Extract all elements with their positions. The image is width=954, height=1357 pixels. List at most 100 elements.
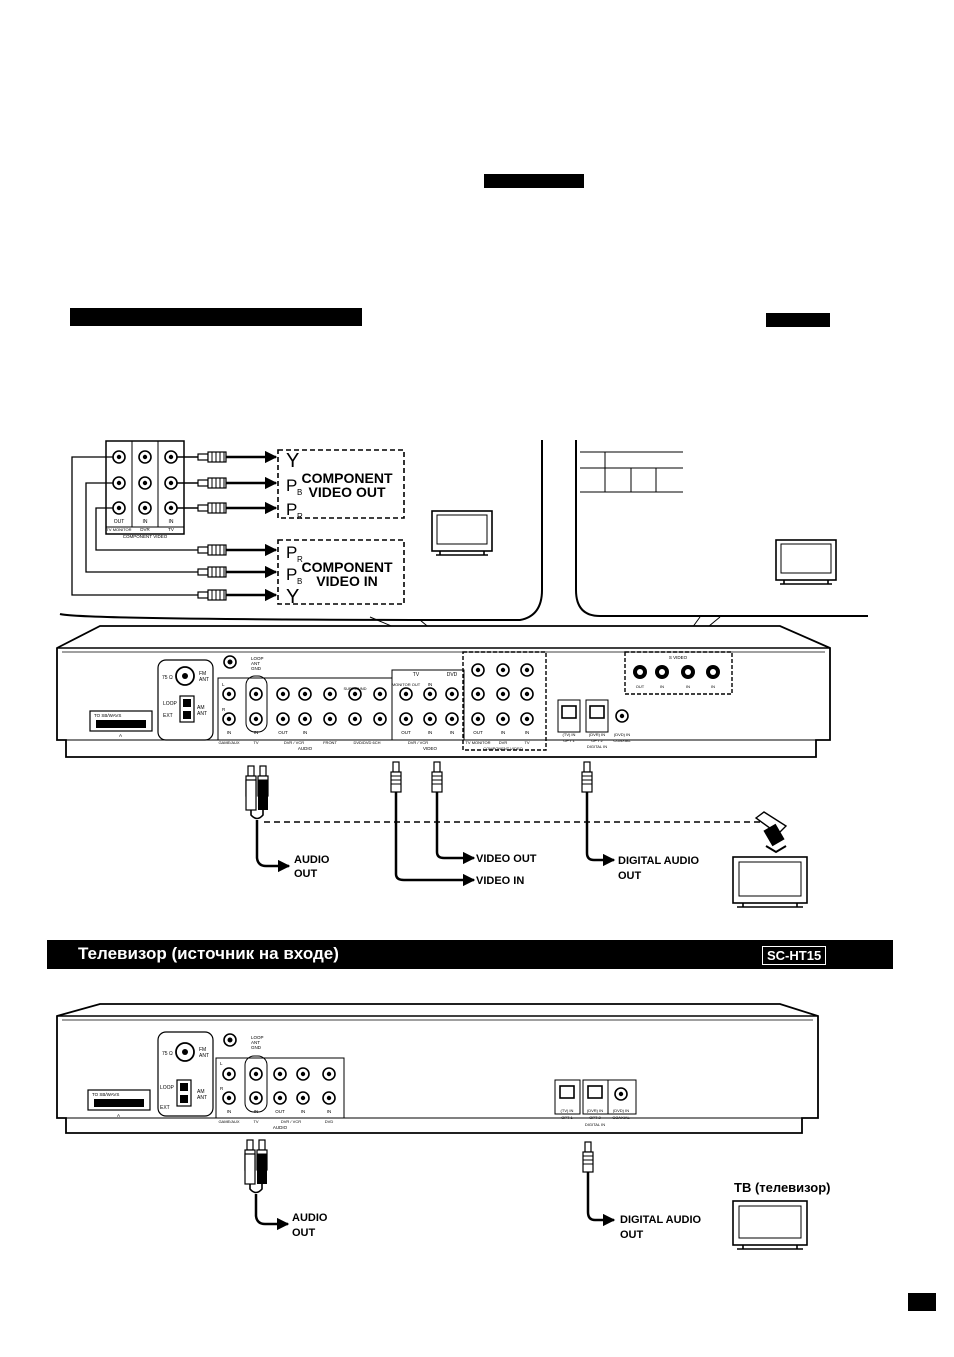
svg-text:OPT 2: OPT 2 bbox=[589, 1115, 601, 1120]
svg-text:VIDEO: VIDEO bbox=[423, 746, 438, 751]
svg-text:OUT: OUT bbox=[114, 519, 125, 525]
svg-text:TV: TV bbox=[253, 1119, 258, 1124]
section-header-tv-input bbox=[47, 940, 893, 969]
redacted-section-title-bar bbox=[70, 308, 362, 326]
svg-text:A: A bbox=[119, 733, 122, 738]
svg-text:OUT: OUT bbox=[278, 730, 288, 735]
svg-text:(TV) IN: (TV) IN bbox=[563, 732, 576, 737]
small-component-panel: OUT IN IN TV MONITOR DVR TV COMPONENT VI… bbox=[105, 440, 185, 539]
svg-text:DVR / VCR: DVR / VCR bbox=[284, 740, 304, 745]
receiver-rear-panel-lower: 75 Ω FM ANT LOOP EXT AM ANT TO SB/WAVS A… bbox=[56, 1003, 819, 1134]
upper-digital-cable bbox=[581, 761, 616, 867]
svg-text:COAXIAL: COAXIAL bbox=[613, 738, 631, 743]
svg-text:DVD: DVD bbox=[447, 672, 458, 678]
svg-text:TO SB/WAVS: TO SB/WAVS bbox=[94, 713, 121, 718]
svg-text:LOOP: LOOP bbox=[251, 656, 264, 661]
svg-text:AM: AM bbox=[197, 705, 205, 711]
svg-text:OPT 1: OPT 1 bbox=[563, 738, 575, 743]
scart-plug bbox=[754, 811, 788, 854]
svg-text:TV MONITOR: TV MONITOR bbox=[465, 740, 490, 745]
svg-text:COMPONENT: COMPONENT bbox=[302, 559, 393, 575]
svg-text:OUT: OUT bbox=[636, 684, 645, 689]
svg-text:OUT: OUT bbox=[620, 1229, 644, 1241]
tv-icon-scart bbox=[732, 856, 808, 908]
blank-table bbox=[580, 451, 683, 493]
svg-text:GAME/AUX: GAME/AUX bbox=[218, 740, 239, 745]
svg-text:IN: IN bbox=[303, 730, 308, 735]
svg-text:AUDIO: AUDIO bbox=[292, 1212, 328, 1224]
svg-text:ANT: ANT bbox=[197, 711, 207, 717]
redacted-badge-bar bbox=[766, 313, 830, 327]
svg-text:SURROUND: SURROUND bbox=[343, 686, 366, 691]
svg-text:Y: Y bbox=[286, 450, 299, 472]
svg-text:FM: FM bbox=[199, 1047, 206, 1053]
svg-text:IN: IN bbox=[227, 730, 232, 735]
svg-text:P: P bbox=[286, 565, 297, 584]
svg-text:DIGITAL AUDIO: DIGITAL AUDIO bbox=[620, 1214, 702, 1226]
svg-text:OUT: OUT bbox=[275, 1109, 285, 1114]
svg-text:AUDIO: AUDIO bbox=[298, 746, 313, 751]
svg-text:IN: IN bbox=[301, 1109, 306, 1114]
svg-text:IN: IN bbox=[327, 1109, 332, 1114]
tv-label: ТВ (телевизор) bbox=[734, 1180, 831, 1195]
svg-text:(TV) IN: (TV) IN bbox=[561, 1108, 574, 1113]
svg-text:ANT: ANT bbox=[251, 661, 260, 666]
svg-text:R: R bbox=[297, 555, 303, 564]
svg-text:IN: IN bbox=[686, 684, 690, 689]
svg-text:75 Ω: 75 Ω bbox=[162, 1051, 173, 1057]
svg-text:MONITOR OUT: MONITOR OUT bbox=[392, 682, 421, 687]
svg-text:75 Ω: 75 Ω bbox=[162, 675, 173, 681]
svg-text:IN: IN bbox=[525, 730, 530, 735]
svg-text:OUT: OUT bbox=[473, 730, 483, 735]
svg-text:L: L bbox=[222, 682, 225, 687]
svg-text:LOOP: LOOP bbox=[160, 1085, 175, 1091]
svg-text:S VIDEO: S VIDEO bbox=[669, 655, 688, 660]
svg-text:ANT: ANT bbox=[199, 677, 209, 683]
component-video-in-box: P R P B Y COMPONENT VIDEO IN bbox=[277, 539, 405, 608]
component-in-cables bbox=[71, 456, 278, 602]
svg-text:OUT: OUT bbox=[618, 870, 642, 882]
lower-connection-diagram: 75 Ω FM ANT LOOP EXT AM ANT TO SB/WAVS A… bbox=[56, 1003, 831, 1250]
section-title: Телевизор (источник на входе) bbox=[78, 944, 339, 963]
svg-text:DVR: DVR bbox=[499, 740, 508, 745]
svg-text:R: R bbox=[222, 707, 226, 712]
svg-text:IN: IN bbox=[169, 519, 174, 525]
svg-text:FRONT: FRONT bbox=[323, 740, 337, 745]
svg-text:VIDEO IN: VIDEO IN bbox=[316, 573, 377, 589]
svg-text:IN: IN bbox=[227, 1109, 232, 1114]
page-number-block bbox=[908, 1293, 936, 1311]
svg-text:P: P bbox=[286, 543, 297, 562]
upper-audio-cable bbox=[245, 765, 760, 873]
svg-text:COMPONENT VIDEO: COMPONENT VIDEO bbox=[123, 534, 168, 539]
svg-text:TV: TV bbox=[253, 740, 258, 745]
svg-text:(DVR) IN: (DVR) IN bbox=[589, 732, 605, 737]
svg-text:GAME/AUX: GAME/AUX bbox=[218, 1119, 239, 1124]
component-out-cables bbox=[177, 450, 278, 515]
svg-text:P: P bbox=[286, 476, 297, 495]
svg-text:TV: TV bbox=[168, 527, 174, 532]
svg-text:DIGITAL AUDIO: DIGITAL AUDIO bbox=[618, 855, 700, 867]
svg-text:IN: IN bbox=[428, 730, 433, 735]
component-video-out-box: Y P B P R COMPONENT VIDEO OUT bbox=[277, 449, 405, 521]
svg-text:COMPONENT VIDEO: COMPONENT VIDEO bbox=[483, 746, 523, 751]
svg-text:(DVD) IN: (DVD) IN bbox=[613, 1108, 629, 1113]
tv-icon-svideo bbox=[775, 539, 837, 585]
svg-text:IN: IN bbox=[711, 684, 715, 689]
svg-text:COAXIAL: COAXIAL bbox=[612, 1115, 630, 1120]
upper-connection-diagram: OUT IN IN TV MONITOR DVR TV COMPONENT VI… bbox=[56, 440, 868, 908]
svg-text:OUT: OUT bbox=[294, 868, 318, 880]
svg-text:B: B bbox=[297, 488, 302, 497]
svg-text:R: R bbox=[220, 1086, 224, 1091]
svg-text:ANT: ANT bbox=[197, 1095, 207, 1101]
svg-text:EXT: EXT bbox=[163, 713, 173, 719]
redacted-bar-top bbox=[484, 174, 584, 188]
svg-text:(DVD) IN: (DVD) IN bbox=[614, 732, 630, 737]
svg-text:LOOP: LOOP bbox=[251, 1035, 264, 1040]
lower-audio-cable bbox=[244, 1139, 290, 1231]
svg-text:DVR: DVR bbox=[140, 527, 150, 532]
svg-text:AUDIO: AUDIO bbox=[273, 1125, 288, 1130]
svg-text:IN: IN bbox=[254, 730, 259, 735]
svg-text:ANT: ANT bbox=[251, 1040, 260, 1045]
svg-text:DIGITAL IN: DIGITAL IN bbox=[587, 744, 607, 749]
svg-text:TO SB/WAVS: TO SB/WAVS bbox=[92, 1092, 119, 1097]
